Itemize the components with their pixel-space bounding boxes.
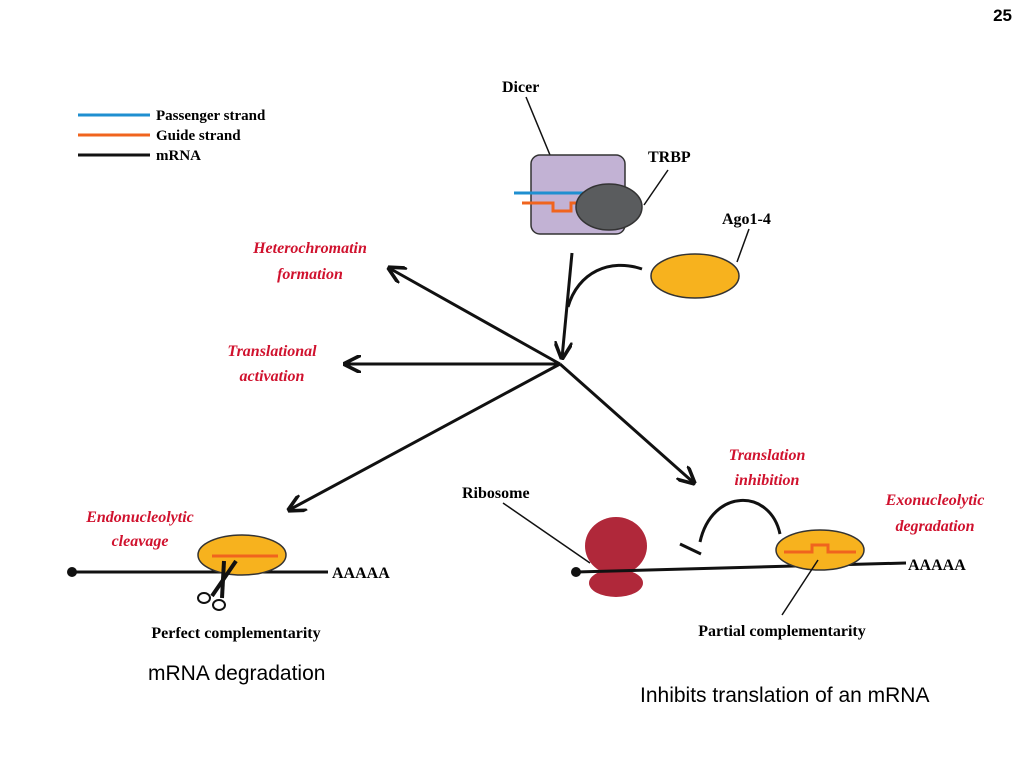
ago-right-shape (775, 529, 865, 571)
ribosome-label: Ribosome (462, 485, 530, 502)
dicer-pointer (525, 96, 551, 156)
heterochromatin-label-line2: formation (277, 266, 343, 283)
arrow-heterochromatin (389, 268, 561, 366)
translation-inhibition-label-line1: Translation (729, 447, 806, 464)
legend-label-guide: Guide strand (156, 128, 241, 144)
endonucleolytic-label-line2: cleavage (112, 533, 169, 550)
heterochromatin-label-line1: Heterochromatin (252, 240, 367, 257)
inhibition-panel: Ribosome AAAAA Partial complementarity (462, 485, 966, 640)
trbp-pointer (643, 169, 669, 206)
ago-protein: Ago1-4 (566, 211, 771, 308)
cleavage-panel: AAAAA Perfect complementarity (67, 534, 390, 642)
guide-right (784, 543, 856, 554)
guide-strand (522, 201, 590, 213)
ribosome-pointer (502, 502, 591, 564)
translational-activation-label-line2: activation (240, 368, 305, 385)
scissors-icon (197, 559, 238, 611)
exonucleolytic-label-line2: degradation (895, 518, 974, 535)
polya-right: AAAAA (908, 557, 966, 574)
ago-joining-curve (566, 263, 643, 308)
translation-inhibition-label-line2: inhibition (735, 472, 800, 489)
partial-pointer (781, 559, 819, 616)
dicer-complex: Dicer TRBP (502, 79, 691, 235)
trbp-shape (575, 183, 643, 231)
outcome-labels: Heterochromatin formation Translational … (85, 240, 984, 550)
caption-inhibits-translation: Inhibits translation of an mRNA (640, 684, 930, 707)
arrow-endonucleolytic (289, 362, 561, 510)
inhibition-curve (698, 498, 782, 543)
page-number: 25 (993, 6, 1012, 25)
arrow-translation-inhibition (559, 362, 694, 483)
caption-mrna-degradation: mRNA degradation (148, 662, 326, 685)
partial-complementarity-label: Partial complementarity (698, 623, 866, 640)
legend-label-passenger: Passenger strand (156, 108, 266, 124)
translational-activation-label-line1: Translational (227, 343, 317, 360)
ribosome-small-subunit (589, 569, 643, 597)
arrow-dicer-to-hub (562, 252, 574, 358)
ago-shape (650, 253, 740, 299)
ribosome-large-subunit (585, 517, 647, 575)
dicer-label: Dicer (502, 79, 539, 96)
mrna-right-cap (571, 567, 581, 577)
polya-left: AAAAA (332, 565, 390, 582)
legend-label-mrna: mRNA (156, 148, 201, 164)
perfect-complementarity-label: Perfect complementarity (151, 625, 320, 642)
ago-pointer (736, 228, 750, 263)
pathway-arrows (289, 252, 694, 510)
ago-label: Ago1-4 (722, 211, 771, 228)
inhibition-bar (679, 542, 702, 556)
legend: Passenger strand Guide strand mRNA (78, 108, 266, 164)
endonucleolytic-label-line1: Endonucleolytic (85, 509, 194, 526)
trbp-label: TRBP (648, 149, 691, 166)
mrna-left-cap (67, 567, 77, 577)
exonucleolytic-label-line1: Exonucleolytic (885, 492, 985, 509)
